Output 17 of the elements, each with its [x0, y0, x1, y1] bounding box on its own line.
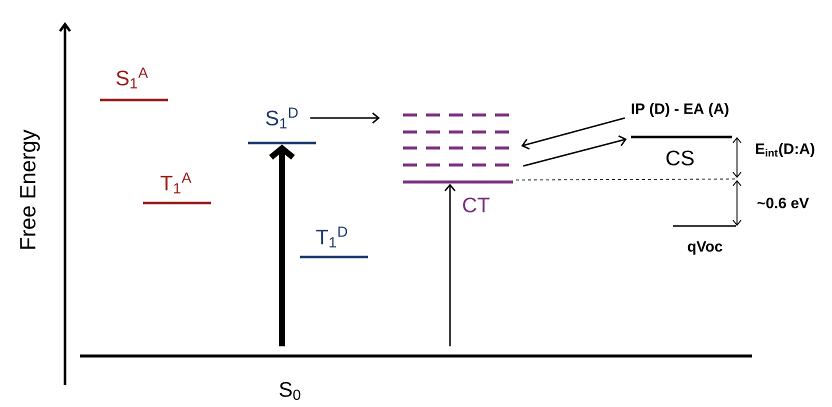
arrow: [310, 112, 380, 124]
level-label: S$_{1}$A: [116, 68, 148, 88]
arrow: [444, 184, 456, 346]
arrow: [523, 135, 627, 167]
axis-label: Free Energy: [20, 130, 40, 249]
dimension-label: ~0.6 eV: [758, 198, 809, 208]
level-label: CT: [463, 198, 490, 212]
level-label: T$_{1}$A: [160, 172, 192, 194]
level-label: qVoc: [688, 241, 722, 255]
level-label: S$_{1}$D: [266, 108, 298, 128]
arrow: [521, 117, 625, 150]
level-label: S$_{0}$: [280, 382, 300, 400]
level-label: CS: [666, 150, 694, 166]
level-label: IP (D) - EA (A): [632, 103, 728, 117]
arrow: [269, 144, 295, 346]
level-label: T$_{1}$D: [316, 226, 348, 248]
dimension-label: E$_{int}$(D:A): [756, 143, 814, 157]
